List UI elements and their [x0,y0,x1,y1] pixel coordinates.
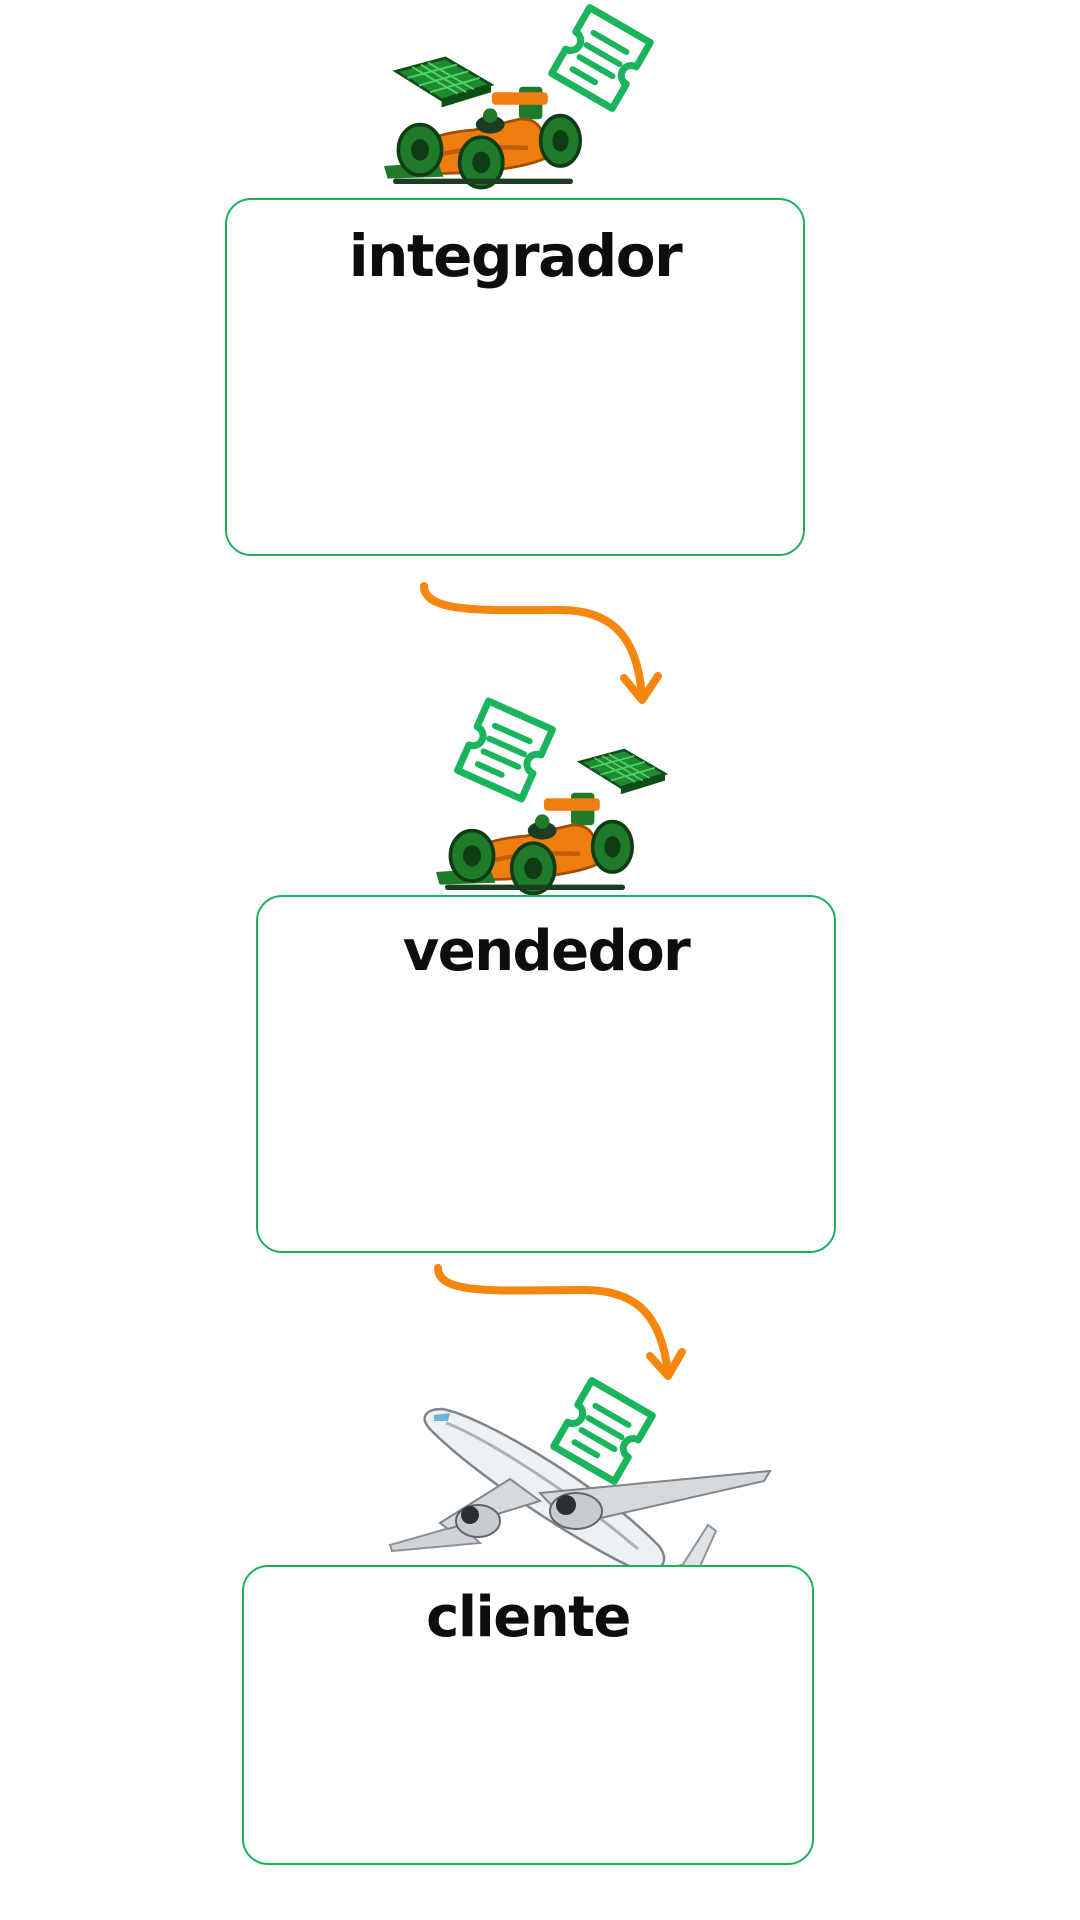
airplane-icon [388,1407,772,1589]
connector-arrow-1 [410,580,670,710]
step-vendedor-illustration [430,700,720,900]
step-card-cliente: cliente [242,1565,814,1865]
step-cliente-illustration [388,1375,772,1595]
connector-arrow-2 [424,1262,694,1392]
curved-arrow-icon [434,1264,686,1380]
curved-arrow-icon [420,582,662,704]
race-car-icon [436,793,632,894]
solar-panel-icon [394,56,493,109]
ticket-icon [554,1381,653,1482]
step-title: integrador [348,222,683,290]
step-title: vendedor [402,919,691,984]
step-integrador-illustration [380,10,670,200]
race-car-icon [384,87,580,188]
step-card-vendedor: vendedor [256,895,836,1253]
step-title: cliente [426,1585,631,1650]
ticket-icon [552,8,651,109]
step-card-integrador: integrador [225,198,805,556]
ticket-icon [458,701,553,799]
solar-panel-icon [578,748,667,796]
